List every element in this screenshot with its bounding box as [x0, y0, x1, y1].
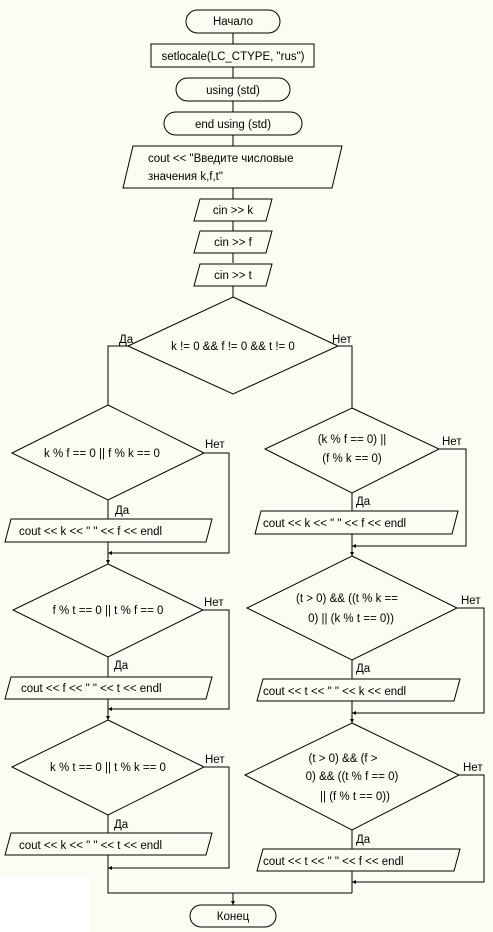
- merge-arrowheads: [106, 544, 356, 905]
- right-cond3-line2: 0) && ((t % f == 0): [306, 771, 399, 783]
- left-cond3-yes: Да: [114, 819, 129, 831]
- left-out2-label: cout << f << " " << t << endl: [21, 683, 162, 695]
- left-cond1-label: k % f == 0 || f % k == 0: [44, 448, 160, 460]
- left-out1-label: cout << k << " " << f << endl: [19, 526, 162, 538]
- left-out3-label: cout << k << " " << t << endl: [19, 840, 162, 852]
- right-cond2-no: Нет: [461, 595, 481, 607]
- main-condition-decision: [126, 296, 340, 395]
- cin-t-label: cin >> t: [214, 270, 253, 282]
- left-cond3-no: Нет: [205, 754, 225, 766]
- prompt-io: [122, 145, 343, 189]
- cin-t-io: [193, 263, 273, 287]
- left-cond3-decision: [10, 719, 206, 816]
- main-yes-label: Да: [119, 334, 134, 346]
- right-out3-label: cout << t << " " << f << endl: [263, 856, 404, 868]
- cin-f-io: [193, 230, 273, 254]
- cin-k-io: [193, 198, 273, 222]
- right-cond1-no: Нет: [442, 436, 462, 448]
- left-cond2-decision: [11, 563, 205, 658]
- right-cond2-line1: (t > 0) && ((t % k ==: [296, 593, 398, 605]
- end-terminator: [189, 904, 277, 928]
- left-out3-io: [4, 832, 213, 856]
- using-terminator: [175, 77, 291, 102]
- using-label: using (std): [206, 85, 260, 97]
- prompt-line1: cout << "Введите числовые: [148, 153, 293, 165]
- start-terminator: [185, 9, 281, 34]
- canvas-blank-corner: [0, 878, 90, 932]
- main-no-label: Нет: [332, 334, 352, 346]
- left-cond1-yes: Да: [115, 505, 130, 517]
- left-out2-io: [4, 676, 213, 700]
- left-cond2-yes: Да: [114, 660, 129, 672]
- start-label: Начало: [213, 16, 253, 28]
- right-cond1-decision: [263, 407, 441, 494]
- right-cond3-decision: [243, 722, 461, 831]
- right-out1-label: cout << k << " " << f << endl: [263, 518, 406, 530]
- right-out2-io: [256, 678, 461, 702]
- left-cond1-decision: [10, 404, 206, 501]
- right-cond3-yes: Да: [356, 834, 371, 846]
- end-label: Конец: [217, 911, 250, 923]
- main-condition-label: k != 0 && f != 0 && t != 0: [171, 341, 295, 353]
- right-cond3-no: Нет: [463, 762, 483, 774]
- left-cond1-no: Нет: [205, 439, 225, 451]
- setlocale-process: [150, 43, 315, 68]
- left-cond3-label: k % t == 0 || t % k == 0: [50, 762, 166, 774]
- right-cond2-yes: Да: [356, 663, 371, 675]
- right-cond1-line2: (f % k == 0): [322, 453, 382, 465]
- end-using-terminator: [163, 111, 303, 136]
- cin-f-label: cin >> f: [214, 237, 253, 249]
- left-cond2-no: Нет: [204, 597, 224, 609]
- right-cond2-line2: 0) || (k % t == 0)): [308, 613, 394, 625]
- right-out1-io: [254, 510, 459, 535]
- right-cond3-line3: || (f % t == 0)): [320, 791, 390, 803]
- end-using-label: end using (std): [195, 119, 271, 131]
- right-out2-label: cout << t << " " << k << endl: [263, 686, 406, 698]
- cin-k-label: cin >> k: [213, 205, 254, 217]
- setlocale-label: setlocale(LC_CTYPE, "rus"): [161, 51, 304, 63]
- prompt-line2: значения k,f,t": [148, 171, 223, 183]
- right-cond3-line1: (t > 0) && (f >: [308, 753, 377, 765]
- left-cond2-label: f % t == 0 || t % f == 0: [53, 605, 164, 617]
- left-out1-io: [4, 518, 213, 543]
- right-out3-io: [256, 848, 461, 872]
- right-cond2-decision: [245, 555, 459, 661]
- right-cond1-line1: (k % f == 0) ||: [318, 434, 387, 446]
- connector-lines: [107, 33, 485, 905]
- right-cond1-yes: Да: [356, 496, 371, 508]
